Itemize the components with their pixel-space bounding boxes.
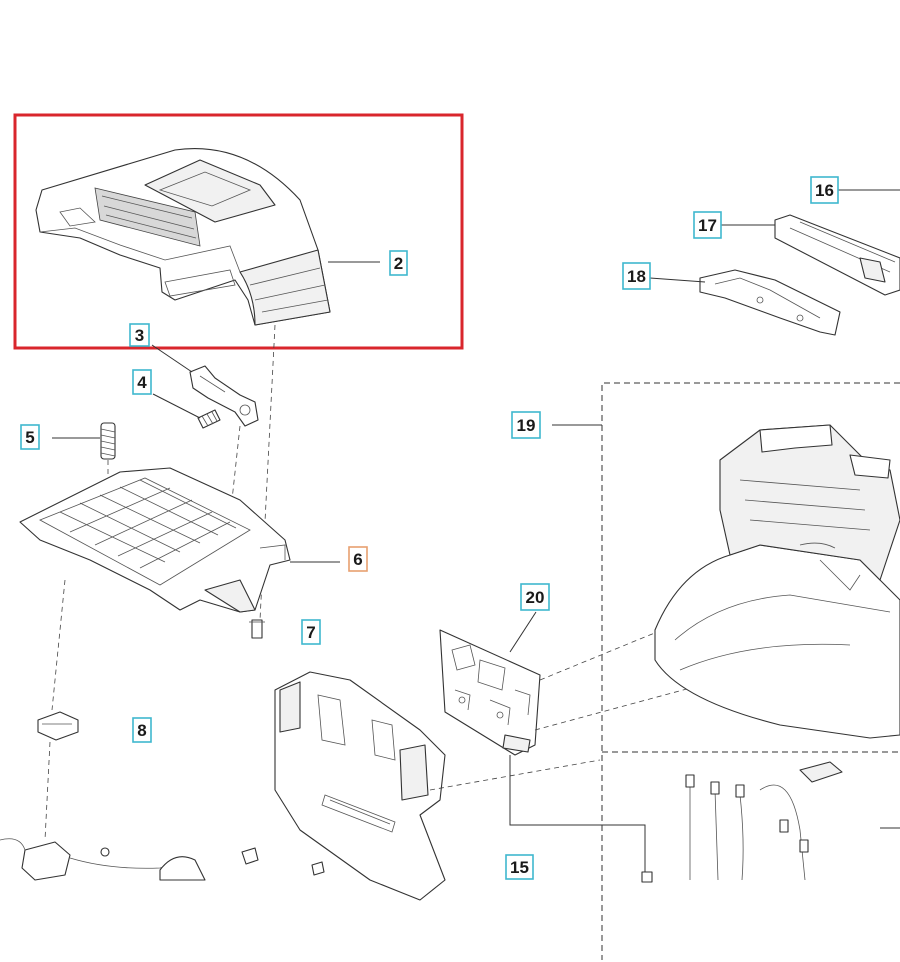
callout-16[interactable]: 16: [810, 176, 839, 204]
callout-7[interactable]: 7: [301, 619, 321, 645]
leader-line-18: [649, 277, 706, 283]
bumper-strip-part[interactable]: [774, 214, 900, 296]
bolt-part[interactable]: [249, 619, 265, 639]
screw-part[interactable]: [197, 409, 221, 429]
axis-line-left: [51, 579, 66, 711]
svg-text:7: 7: [306, 623, 315, 642]
svg-text:19: 19: [517, 416, 536, 435]
selected-part-frame: [13, 113, 464, 350]
mount-plate-part[interactable]: [699, 269, 841, 336]
callout-15[interactable]: 15: [505, 854, 534, 880]
svg-text:16: 16: [815, 181, 834, 200]
svg-text:4: 4: [137, 373, 147, 392]
callout-3[interactable]: 3: [129, 323, 150, 347]
body-shell-part[interactable]: [654, 424, 900, 739]
leader-line-3: [151, 344, 193, 373]
latch-part[interactable]: [189, 365, 259, 427]
callout-17[interactable]: 17: [693, 211, 722, 239]
lower-housing-part[interactable]: [274, 671, 446, 901]
leader-line-15-path: [509, 755, 646, 875]
connector-part[interactable]: [641, 871, 653, 883]
svg-text:8: 8: [137, 721, 146, 740]
callout-8[interactable]: 8: [132, 717, 152, 743]
top-cover-part[interactable]: [35, 148, 331, 326]
leader-line-20: [509, 611, 537, 653]
callout-20[interactable]: 20: [520, 583, 550, 611]
callout-18[interactable]: 18: [622, 262, 651, 290]
svg-text:15: 15: [510, 858, 529, 877]
chassis-frame-part[interactable]: [19, 467, 291, 613]
bracket-part[interactable]: [37, 711, 79, 741]
circuit-board-part[interactable]: [439, 629, 541, 756]
motor-assembly-part[interactable]: [0, 838, 325, 881]
cable-harness-part[interactable]: [685, 761, 843, 881]
svg-text:2: 2: [394, 254, 403, 273]
callout-6[interactable]: 6: [348, 546, 368, 572]
svg-text:3: 3: [135, 326, 144, 345]
callout-2[interactable]: 2: [389, 250, 408, 276]
axis-line-housing: [429, 759, 601, 791]
axis-line-board-b: [534, 679, 721, 731]
group-frame-19: [601, 382, 900, 960]
svg-text:18: 18: [627, 267, 646, 286]
svg-text:17: 17: [698, 216, 717, 235]
spring-part[interactable]: [100, 422, 116, 460]
callout-19[interactable]: 19: [511, 411, 541, 439]
axis-line-bracket: [44, 741, 51, 841]
callout-4[interactable]: 4: [132, 369, 152, 395]
leader-line-4: [152, 393, 201, 419]
svg-text:20: 20: [526, 588, 545, 607]
svg-text:6: 6: [353, 550, 362, 569]
callout-5[interactable]: 5: [20, 424, 40, 450]
svg-text:5: 5: [25, 428, 34, 447]
axis-line-latch: [231, 425, 241, 501]
